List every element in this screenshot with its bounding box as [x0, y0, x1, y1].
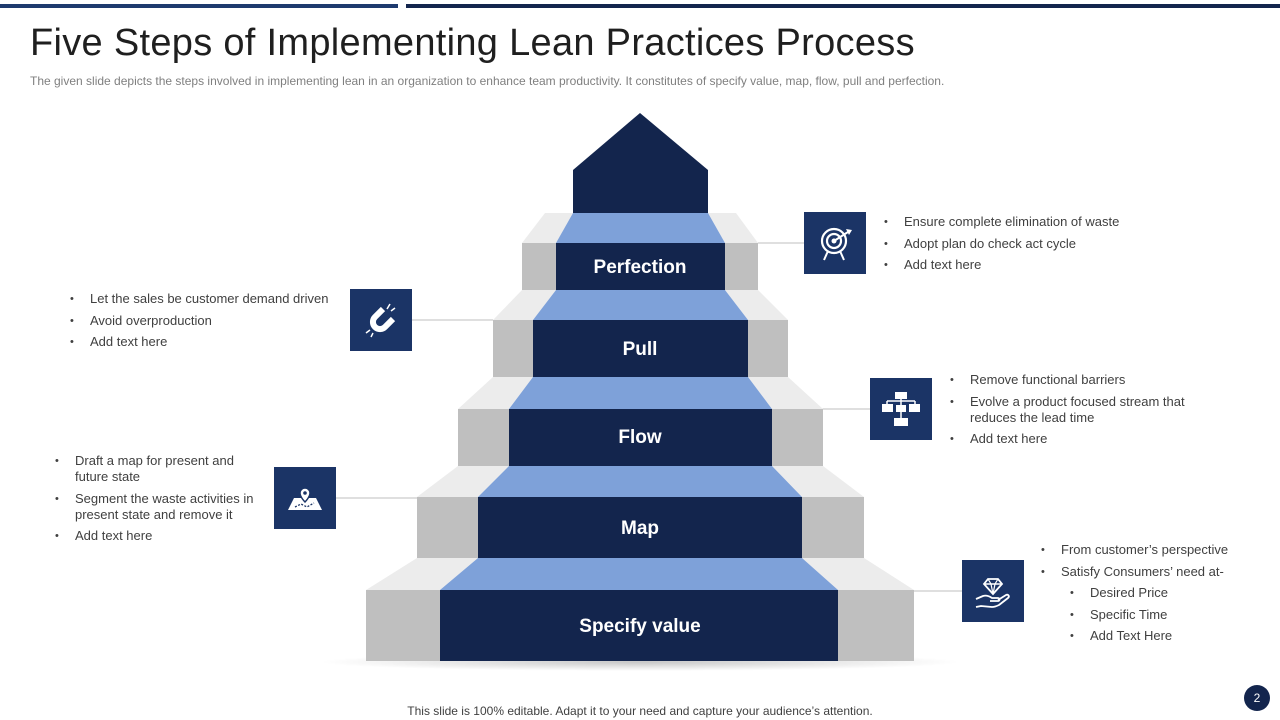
step-side-top-right — [772, 466, 864, 497]
map-pin-icon — [288, 487, 322, 510]
step-side-left — [522, 243, 556, 290]
magnet-icon-box — [350, 289, 412, 351]
step-side-top-left — [417, 466, 509, 497]
step-front — [509, 409, 772, 466]
step-tread — [509, 377, 772, 409]
list-item: Add Text Here — [1070, 628, 1266, 644]
specify-value-bullet-list: From customer’s perspective Satisfy Cons… — [1041, 542, 1266, 650]
step-flow — [458, 377, 823, 466]
target-icon-box — [804, 212, 866, 274]
step-front — [556, 243, 725, 290]
perfection-bullet-list: Ensure complete elimination of waste Ado… — [884, 214, 1184, 279]
list-item: Evolve a product focused stream that red… — [950, 394, 1200, 426]
flowchart-icon-box — [870, 378, 932, 440]
connector-lines — [336, 242, 963, 592]
list-item: Specific Time — [1070, 607, 1266, 623]
list-item: Remove functional barriers — [950, 372, 1200, 388]
step-front — [533, 320, 748, 377]
hand-diamond-icon — [975, 578, 1010, 608]
step-perfection — [522, 213, 758, 290]
slide-title: Five Steps of Implementing Lean Practice… — [30, 22, 915, 64]
list-item: Avoid overproduction — [70, 313, 350, 329]
list-item: Add text here — [950, 431, 1200, 447]
step-side-right — [772, 409, 823, 466]
step-side-top-right — [802, 558, 914, 590]
target-icon — [820, 227, 852, 261]
top-arrow-house — [573, 113, 708, 213]
top-accent-bar-right — [406, 4, 1280, 8]
step-label-pull: Pull — [623, 339, 658, 360]
pull-bullet-list: Let the sales be customer demand driven … — [70, 291, 350, 356]
list-item: Add text here — [70, 334, 350, 350]
hand-diamond-icon-box — [962, 560, 1024, 622]
flowchart-icon — [882, 392, 920, 426]
slide-subtitle: The given slide depicts the steps involv… — [30, 74, 945, 88]
list-item: Draft a map for present and future state — [55, 453, 270, 485]
step-tread — [533, 290, 748, 320]
step-tread — [478, 466, 802, 497]
flow-bullet-list: Remove functional barriers Evolve a prod… — [950, 372, 1200, 453]
step-tread — [556, 213, 725, 243]
step-side-left — [417, 497, 478, 558]
list-item: Segment the waste activities in present … — [55, 491, 270, 523]
list-item: Add text here — [884, 257, 1184, 273]
step-side-right — [748, 320, 788, 377]
step-side-top-left — [458, 377, 533, 409]
step-pull — [493, 290, 788, 377]
top-accent-bar-left — [0, 4, 398, 8]
step-side-left — [366, 590, 440, 661]
step-side-left — [493, 320, 533, 377]
step-side-left — [458, 409, 509, 466]
step-side-top-left — [493, 290, 556, 320]
step-side-right — [725, 243, 758, 290]
step-side-right — [802, 497, 864, 558]
page-number-badge: 2 — [1244, 685, 1270, 711]
step-side-right — [838, 590, 914, 661]
step-front — [440, 590, 838, 661]
step-tread — [440, 558, 838, 590]
step-front — [478, 497, 802, 558]
footer-note: This slide is 100% editable. Adapt it to… — [407, 704, 873, 718]
step-label-flow: Flow — [618, 427, 661, 448]
step-label-map: Map — [621, 518, 659, 539]
list-item: Satisfy Consumers’ need at- — [1041, 564, 1266, 580]
list-item: Let the sales be customer demand driven — [70, 291, 350, 307]
step-side-top-right — [708, 213, 758, 243]
list-item: Desired Price — [1070, 585, 1266, 601]
map-pin-icon-box — [274, 467, 336, 529]
step-side-top-left — [366, 558, 478, 590]
map-bullet-list: Draft a map for present and future state… — [55, 453, 270, 550]
step-specify-value — [366, 558, 914, 661]
step-side-top-right — [748, 377, 823, 409]
list-item: Adopt plan do check act cycle — [884, 236, 1184, 252]
magnet-icon — [365, 303, 396, 338]
list-item: Add text here — [55, 528, 270, 544]
step-side-top-right — [725, 290, 788, 320]
step-label-perfection: Perfection — [594, 257, 687, 278]
step-label-specify-value: Specify value — [579, 616, 700, 637]
step-map — [417, 466, 864, 558]
list-item: From customer’s perspective — [1041, 542, 1266, 558]
list-item: Ensure complete elimination of waste — [884, 214, 1184, 230]
